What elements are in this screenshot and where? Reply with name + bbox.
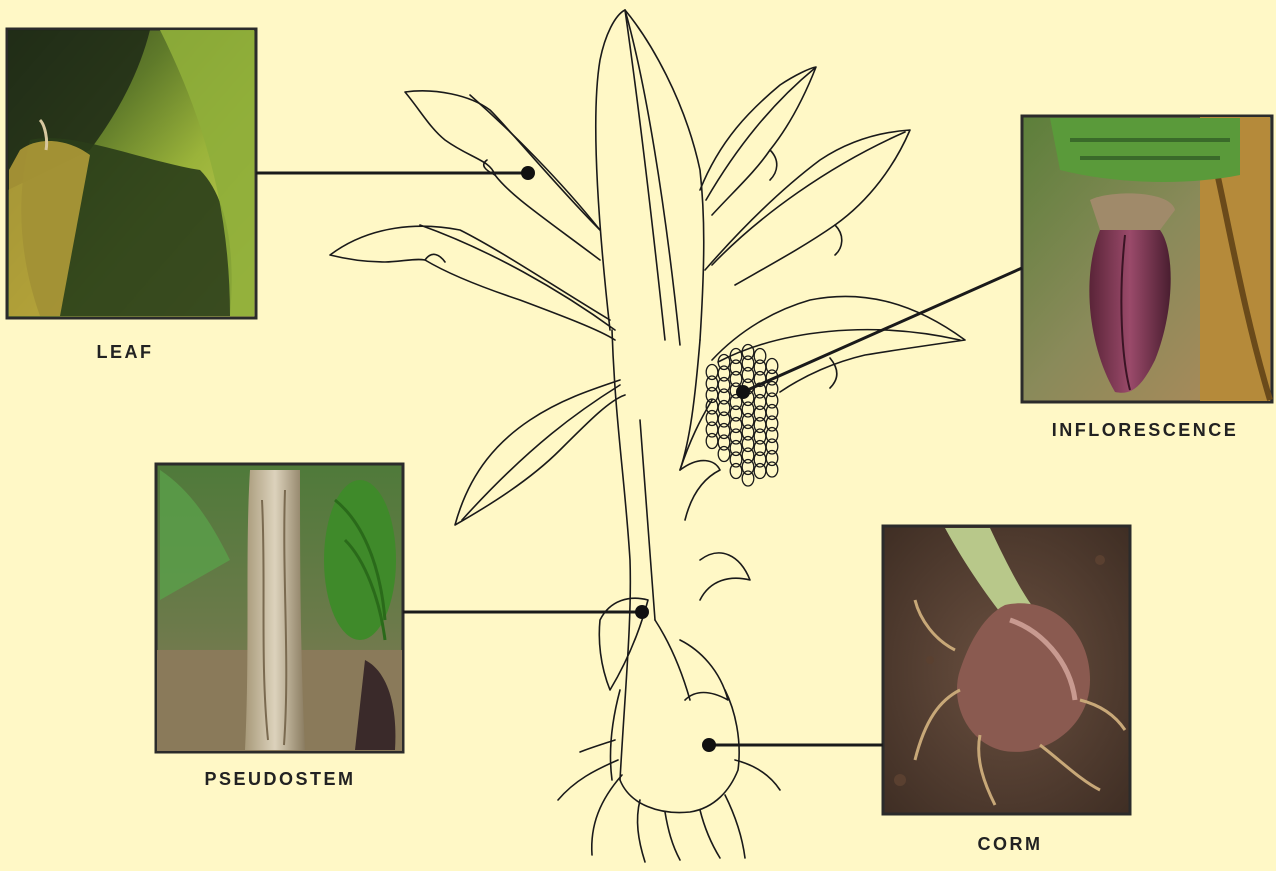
- leaf-dot: [521, 166, 535, 180]
- bunch-fruit: [754, 464, 766, 479]
- inflorescence-photo: [1022, 116, 1272, 402]
- bunch-fruit: [730, 464, 742, 479]
- bunch-fruit: [706, 434, 718, 449]
- bunch-fruit: [766, 462, 778, 477]
- corm-dot: [702, 738, 716, 752]
- label-pseudostem: PSEUDOSTEM: [160, 769, 400, 790]
- pseudostem-photo: [156, 464, 403, 752]
- inflorescence-dot: [736, 385, 750, 399]
- pseudostem-dot: [635, 605, 649, 619]
- label-corm: CORM: [940, 834, 1080, 855]
- label-inflorescence: INFLORESCENCE: [1010, 420, 1276, 441]
- label-leaf: LEAF: [70, 342, 180, 363]
- banana-plant-outline: [330, 10, 965, 862]
- leaf-photo: [7, 29, 256, 318]
- corm-photo: [883, 526, 1130, 814]
- leader-inflorescence: [743, 268, 1022, 392]
- leader-dots: [521, 166, 750, 752]
- bunch-fruit: [742, 471, 754, 486]
- bunch-fruit: [718, 447, 730, 462]
